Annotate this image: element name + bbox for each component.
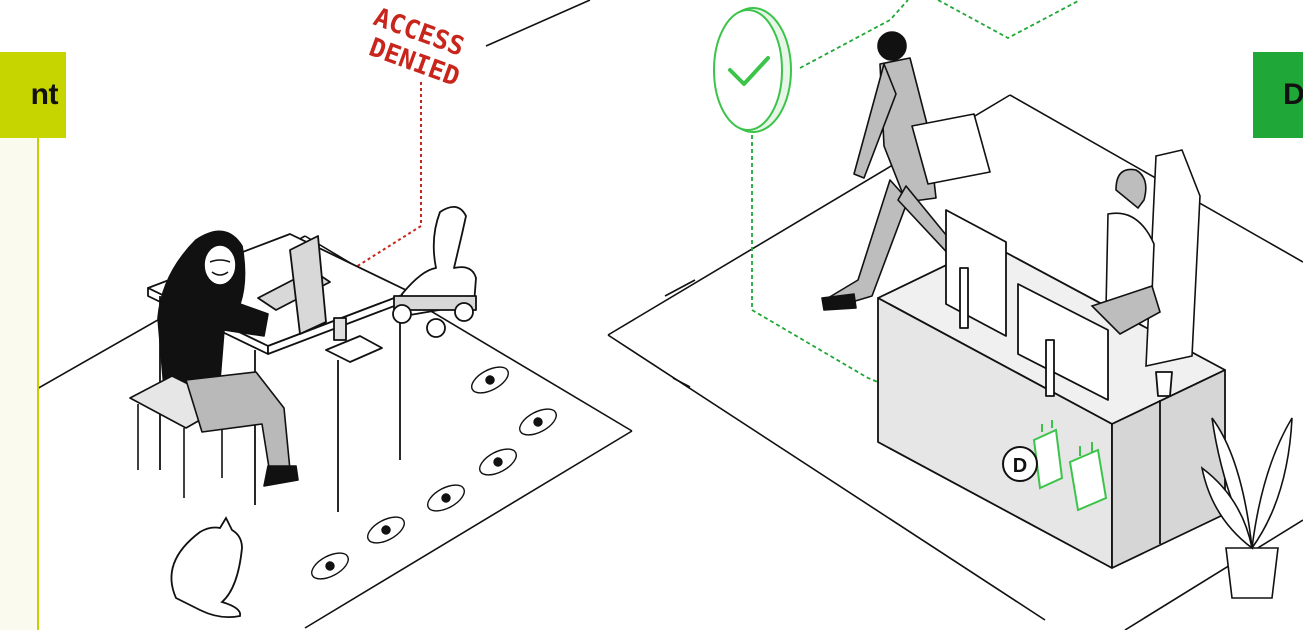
d-badge: D	[1002, 446, 1038, 482]
right-tab-label: D	[1283, 78, 1303, 111]
d-badge-label: D	[1013, 455, 1027, 477]
left-panel	[0, 138, 39, 630]
access-denied-stamp: ACCESS DENIED	[365, 2, 468, 93]
check-circle-icon	[713, 7, 792, 133]
hacker-figure	[129, 230, 299, 498]
left-tab-label: nt	[30, 78, 59, 111]
reception-desk	[877, 209, 1226, 569]
cat-illustration	[170, 516, 243, 619]
security-tokens	[1032, 420, 1108, 512]
virus-bugs	[311, 366, 557, 580]
denied-connector	[309, 82, 422, 297]
receptionist-figure	[1090, 149, 1201, 368]
trojan-horse-icon	[392, 206, 477, 338]
right-category-tab: D	[1253, 52, 1303, 138]
plant-illustration	[1200, 417, 1293, 599]
left-category-tab: nt	[0, 52, 66, 138]
approved-connectors	[751, 0, 1081, 441]
